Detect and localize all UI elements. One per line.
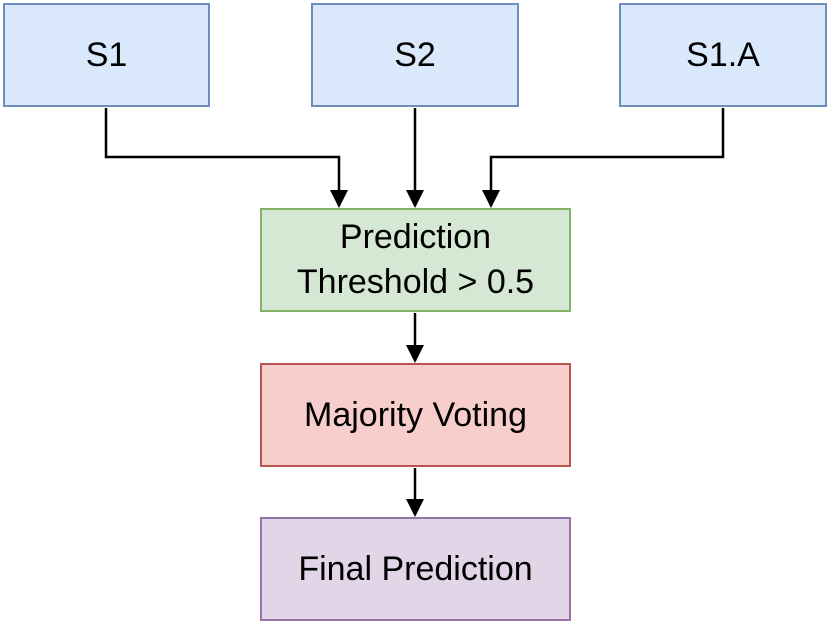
node-majority-voting-label: Majority Voting	[304, 395, 527, 434]
node-s2-label: S2	[394, 35, 436, 74]
arrowhead-voting-to-final	[406, 499, 424, 517]
node-prediction-line2: Threshold > 0.5	[296, 263, 535, 301]
node-s2: S2	[311, 3, 519, 107]
node-final-prediction: Final Prediction	[260, 517, 571, 621]
node-s1a-label: S1.A	[686, 35, 760, 74]
node-prediction-line1: Prediction	[339, 218, 492, 256]
node-majority-voting: Majority Voting	[260, 363, 571, 467]
arrowhead-s1-to-prediction	[330, 190, 348, 208]
arrowhead-s2-to-prediction	[406, 190, 424, 208]
arrowhead-s1a-to-prediction	[482, 190, 500, 208]
node-s1a: S1.A	[619, 3, 827, 107]
node-final-prediction-label: Final Prediction	[298, 549, 533, 588]
node-s1-label: S1	[85, 35, 128, 74]
node-s1: S1	[3, 3, 210, 107]
edge-s1-to-prediction	[104, 108, 341, 206]
arrowhead-prediction-to-voting	[406, 345, 424, 363]
edge-s1a-to-prediction	[489, 108, 725, 206]
node-prediction-threshold: Prediction Threshold > 0.5	[260, 208, 571, 312]
